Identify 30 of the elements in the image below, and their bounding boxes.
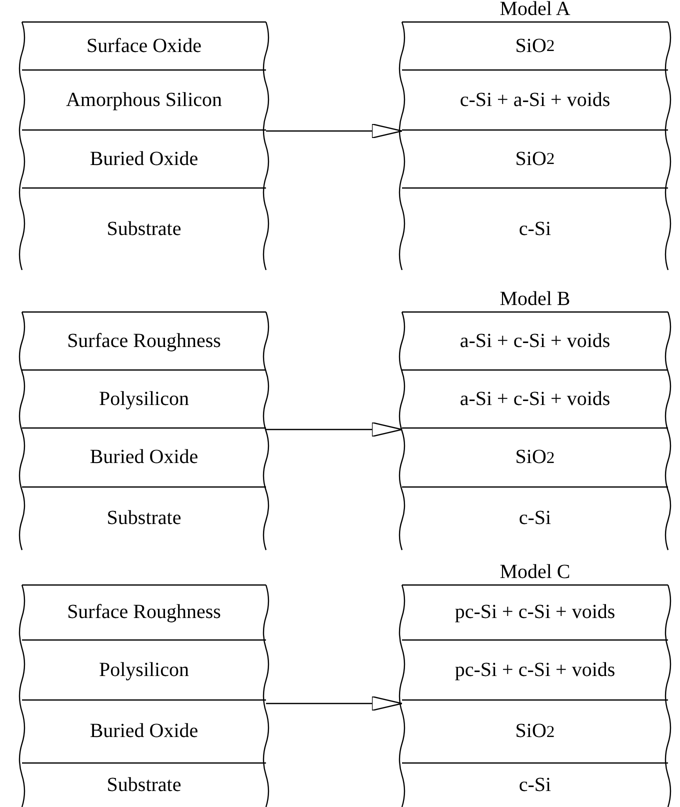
arrow [266,696,403,712]
layer: Substrate [28,763,260,807]
layer: Substrate [28,487,260,550]
layer-stack [18,22,270,270]
layer: c-Si [408,763,662,807]
layer: Buried Oxide [28,428,260,487]
layer: c-Si [408,487,662,550]
layer-stack [398,0,672,270]
layer: Surface Roughness [28,312,260,370]
layer: Surface Roughness [28,585,260,640]
layer: a-Si + c-Si + voids [408,312,662,370]
arrow [266,123,403,139]
layer-stack [18,585,270,807]
layer: Buried Oxide [28,130,260,188]
layer: Polysilicon [28,640,260,700]
layer: Substrate [28,188,260,270]
layer: pc-Si + c-Si + voids [408,585,662,640]
layer: Amorphous Silicon [28,70,260,130]
model-heading: Model B [498,287,572,312]
layer: pc-Si + c-Si + voids [408,640,662,700]
model-heading: Model C [498,560,572,585]
layer: Polysilicon [28,370,260,428]
layer: c-Si + a-Si + voids [408,70,662,130]
layer: a-Si + c-Si + voids [408,370,662,428]
layer-stack [18,312,270,550]
arrow [266,422,403,438]
layer: Surface Oxide [28,22,260,70]
model-heading: Model A [498,0,572,22]
layer: c-Si [408,188,662,270]
layer: Buried Oxide [28,700,260,763]
